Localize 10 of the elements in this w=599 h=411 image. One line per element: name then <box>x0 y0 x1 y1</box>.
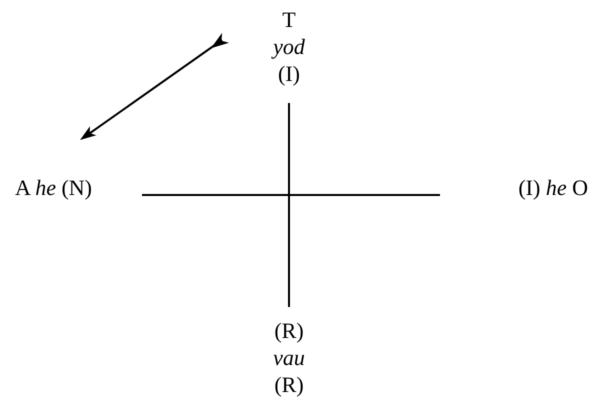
node-label: (I) <box>278 60 300 87</box>
node-label: (I) he O <box>518 174 588 201</box>
node-label: T <box>282 6 296 33</box>
connector-line <box>288 103 290 307</box>
connector-line <box>142 194 440 196</box>
node-label: yod <box>273 33 305 60</box>
node-label: (R) <box>274 371 304 398</box>
node-label: (R) <box>274 317 304 344</box>
node-label: vau <box>273 344 305 371</box>
node-label: A he (N) <box>15 174 92 201</box>
